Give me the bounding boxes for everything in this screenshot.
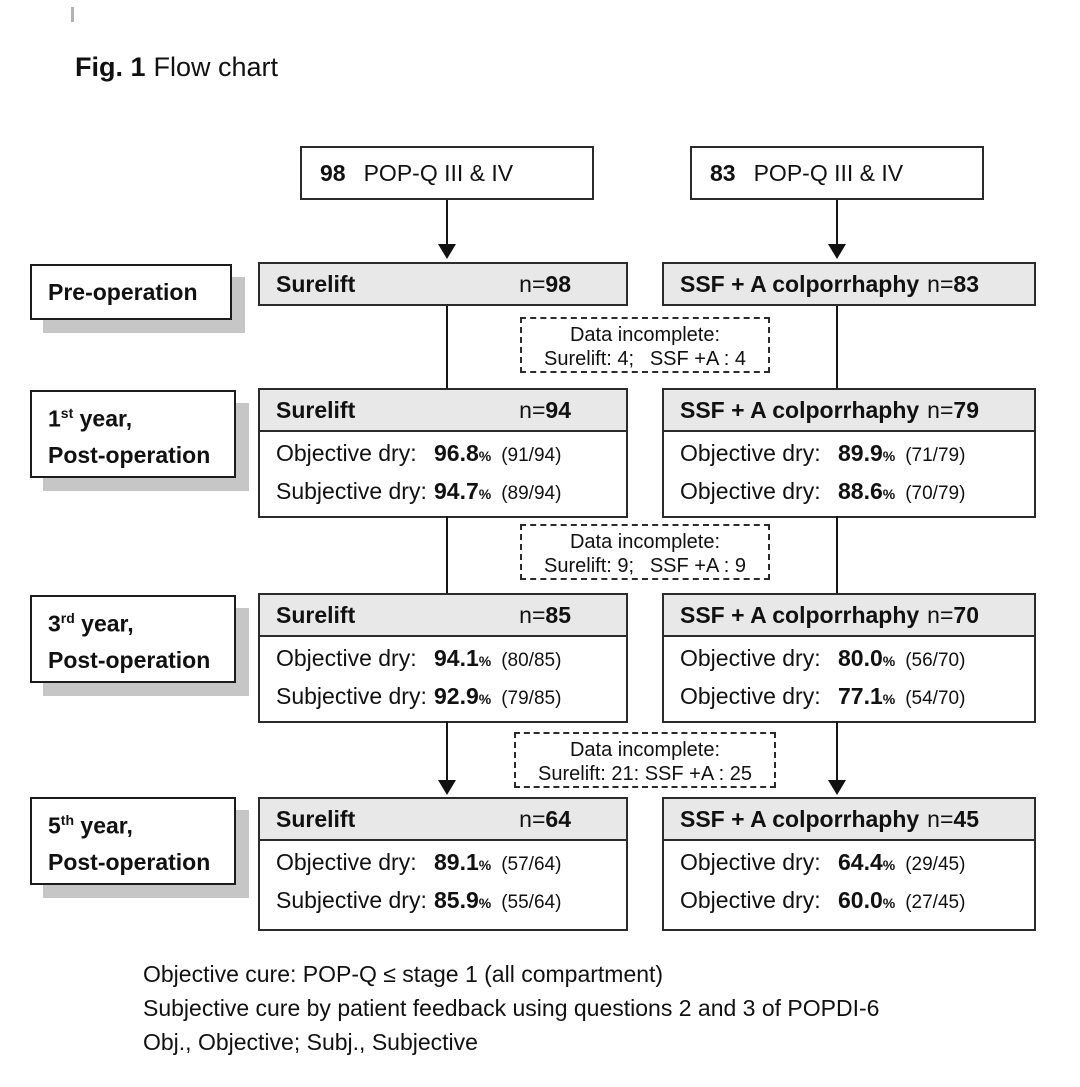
group-n: n=85	[519, 601, 571, 628]
stage-text: Post-operation	[48, 848, 211, 875]
group-n: n=70	[927, 601, 979, 628]
incomplete-counts: Surelift: 4; SSF +A : 4	[544, 348, 746, 370]
connector-line	[836, 516, 838, 595]
group-name: SSF + A colporrhaphy	[680, 396, 920, 423]
figure-title-label: Fig. 1	[75, 52, 146, 82]
group-header-ssf-year3: SSF + A colporrhaphy n=70	[662, 593, 1036, 637]
outcome-line: Objective dry:60.0%(27/45)	[680, 887, 966, 913]
incomplete-counts: Surelift: 9; SSF +A : 9	[544, 555, 746, 577]
group-n: n=83	[927, 270, 979, 297]
connector-line	[446, 516, 448, 595]
stage-text: 5th year,	[48, 812, 133, 839]
enrollment-count: 98	[320, 159, 346, 186]
outcome-line: Objective dry:64.4%(29/45)	[680, 849, 966, 875]
stage-text: Post-operation	[48, 646, 211, 673]
group-header-ssf-year5: SSF + A colporrhaphy n=45	[662, 797, 1036, 841]
group-header-surelift-year5: Surelift n=64	[258, 797, 628, 841]
incomplete-title: Data incomplete:	[569, 531, 721, 553]
group-results-surelift-year3: Objective dry:94.1%(80/85) Subjective dr…	[258, 635, 628, 723]
outcome-line: Objective dry:89.1%(57/64)	[276, 849, 562, 875]
outcome-line: Objective dry:89.9%(71/79)	[680, 440, 966, 466]
connector-line	[446, 306, 448, 390]
group-name: SSF + A colporrhaphy	[680, 270, 920, 297]
stage-text: Post-operation	[48, 441, 211, 468]
group-results-surelift-year5: Objective dry:89.1%(57/64) Subjective dr…	[258, 839, 628, 931]
data-incomplete-box-3: Data incomplete: Surelift: 21: SSF +A : …	[514, 732, 776, 788]
incomplete-title: Data incomplete:	[569, 739, 721, 761]
outcome-line: Subjective dry:85.9%(55/64)	[276, 887, 562, 913]
data-incomplete-box-2: Data incomplete: Surelift: 9; SSF +A : 9	[520, 524, 770, 580]
arrow-down-icon	[438, 780, 456, 795]
outcome-line: Objective dry:94.1%(80/85)	[276, 645, 562, 671]
connector-line	[836, 721, 838, 781]
outcome-line: Objective dry:80.0%(56/70)	[680, 645, 966, 671]
stage-label-year1: 1st year, Post-operation	[30, 390, 236, 478]
arrow-down-icon	[828, 244, 846, 259]
enrollment-count: 83	[710, 159, 736, 186]
connector-line	[836, 306, 838, 390]
stage-text: Pre-operation	[48, 279, 198, 305]
outcome-line: Subjective dry:92.9%(79/85)	[276, 683, 562, 709]
enrollment-box-ssf: 83 POP-Q III & IV	[690, 146, 984, 200]
group-results-surelift-year1: Objective dry:96.8%(91/94) Subjective dr…	[258, 430, 628, 518]
arrow-down-icon	[828, 780, 846, 795]
incomplete-counts: Surelift: 21: SSF +A : 25	[538, 763, 752, 785]
group-results-ssf-year3: Objective dry:80.0%(56/70) Objective dry…	[662, 635, 1036, 723]
group-n: n=64	[519, 805, 571, 832]
footnote-line: Subjective cure by patient feedback usin…	[143, 995, 880, 1021]
group-header-surelift-year3: Surelift n=85	[258, 593, 628, 637]
outcome-line: Objective dry:96.8%(91/94)	[276, 440, 562, 466]
group-n: n=45	[927, 805, 979, 832]
group-name: Surelift	[276, 601, 356, 628]
group-n: n=79	[927, 396, 979, 423]
group-n: n=94	[519, 396, 571, 423]
stage-label-year5: 5th year, Post-operation	[30, 797, 236, 885]
group-header-ssf-preop: SSF + A colporrhaphy n=83	[662, 262, 1036, 306]
group-name: Surelift	[276, 805, 356, 832]
stage-text: 3rd year,	[48, 610, 134, 637]
group-results-ssf-year1: Objective dry:89.9%(71/79) Objective dry…	[662, 430, 1036, 518]
figure-title-text: Flow chart	[153, 52, 279, 82]
cursor-artifact	[71, 7, 74, 22]
enrollment-label: POP-Q III & IV	[753, 159, 904, 186]
outcome-line: Subjective dry:94.7%(89/94)	[276, 478, 562, 504]
outcome-line: Objective dry:88.6%(70/79)	[680, 478, 966, 504]
figure-footnotes: Objective cure: POP-Q ≤ stage 1 (all com…	[143, 957, 879, 1059]
outcome-line: Objective dry:77.1%(54/70)	[680, 683, 966, 709]
enrollment-label: POP-Q III & IV	[363, 159, 514, 186]
footnote-line: Objective cure: POP-Q ≤ stage 1 (all com…	[143, 961, 664, 987]
data-incomplete-box-1: Data incomplete: Surelift: 4; SSF +A : 4	[520, 317, 770, 373]
group-header-ssf-year1: SSF + A colporrhaphy n=79	[662, 388, 1036, 432]
group-header-surelift-year1: Surelift n=94	[258, 388, 628, 432]
group-name: SSF + A colporrhaphy	[680, 601, 920, 628]
connector-line	[446, 721, 448, 781]
group-name: Surelift	[276, 270, 356, 297]
enrollment-box-surelift: 98 POP-Q III & IV	[300, 146, 594, 200]
footnote-line: Obj., Objective; Subj., Subjective	[143, 1029, 478, 1055]
arrow-down-icon	[438, 244, 456, 259]
group-header-surelift-preop: Surelift n=98	[258, 262, 628, 306]
connector-line	[836, 200, 838, 245]
connector-line	[446, 200, 448, 245]
incomplete-title: Data incomplete:	[569, 324, 721, 346]
group-n: n=98	[519, 270, 571, 297]
group-name: SSF + A colporrhaphy	[680, 805, 920, 832]
stage-label-preop: Pre-operation	[30, 264, 232, 320]
stage-text: 1st year,	[48, 405, 133, 432]
stage-label-year3: 3rd year, Post-operation	[30, 595, 236, 683]
group-results-ssf-year5: Objective dry:64.4%(29/45) Objective dry…	[662, 839, 1036, 931]
group-name: Surelift	[276, 396, 356, 423]
